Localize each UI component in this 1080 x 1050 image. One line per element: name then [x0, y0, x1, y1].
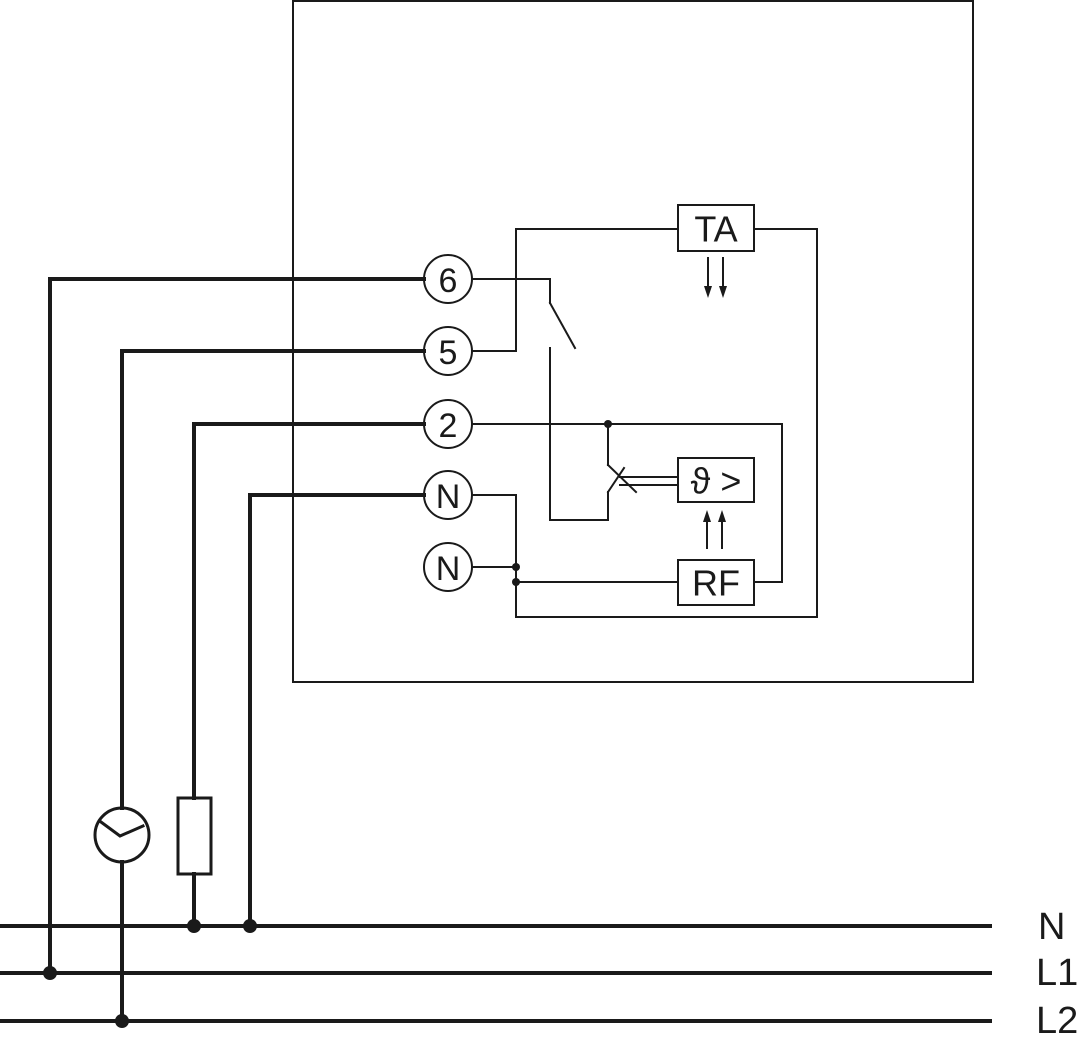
wire-tn1-to-bus	[471, 494, 517, 568]
wire-terminal-6	[48, 277, 426, 975]
junction-dot	[243, 919, 257, 933]
wire-terminal-2-top	[192, 422, 426, 800]
junction-dot	[512, 563, 520, 571]
junction-dot	[43, 966, 57, 980]
timer-box	[677, 204, 755, 252]
timer-box-label: TA	[694, 209, 737, 250]
wire-ta-return	[515, 228, 818, 618]
wire-bus-to-rf	[515, 566, 679, 583]
phase1-line-label: L1	[1036, 952, 1078, 994]
terminal-n1-circle	[423, 470, 473, 520]
thermostat-contact	[606, 463, 638, 494]
arrow-up-left	[703, 510, 711, 522]
junction-dot	[604, 420, 612, 428]
wire-t2-to-rf	[471, 423, 783, 583]
junction-dot	[115, 1014, 129, 1028]
wire-terminal-5-top	[120, 349, 426, 810]
terminal-n1-label: N	[436, 478, 461, 516]
terminal-5-label: 5	[439, 334, 458, 372]
arrow-down-right	[719, 286, 727, 298]
sensor-box	[677, 457, 755, 503]
remote-box-label: RF	[692, 563, 740, 604]
junction-dot	[512, 578, 520, 586]
clock-icon	[93, 806, 151, 864]
junction-dot	[187, 919, 201, 933]
device-housing	[292, 0, 974, 683]
wire-t5-to-ta	[471, 228, 679, 352]
terminal-n2-label: N	[436, 550, 461, 588]
terminal-5-circle	[423, 326, 473, 376]
clock-hands	[98, 819, 145, 838]
arrow-down-left	[704, 286, 712, 298]
neutral-line-label: N	[1038, 906, 1065, 948]
terminal-6-circle	[423, 254, 473, 304]
resistor-load	[176, 796, 213, 876]
terminal-2-circle	[423, 399, 473, 449]
wire-terminal-n	[248, 493, 426, 928]
sensor-box-label: ϑ >	[691, 461, 742, 502]
phase2-line-label: L2	[1036, 1000, 1078, 1042]
remote-box	[677, 559, 755, 606]
terminal-n2-circle	[423, 542, 473, 592]
arrow-up-right	[718, 510, 726, 522]
wire-switch-to-thermostat	[549, 347, 609, 521]
switch-contact-lever	[548, 301, 577, 350]
terminal-2-label: 2	[439, 407, 458, 445]
thermostat-contact-tip	[606, 466, 626, 494]
terminal-6-label: 6	[439, 262, 458, 300]
